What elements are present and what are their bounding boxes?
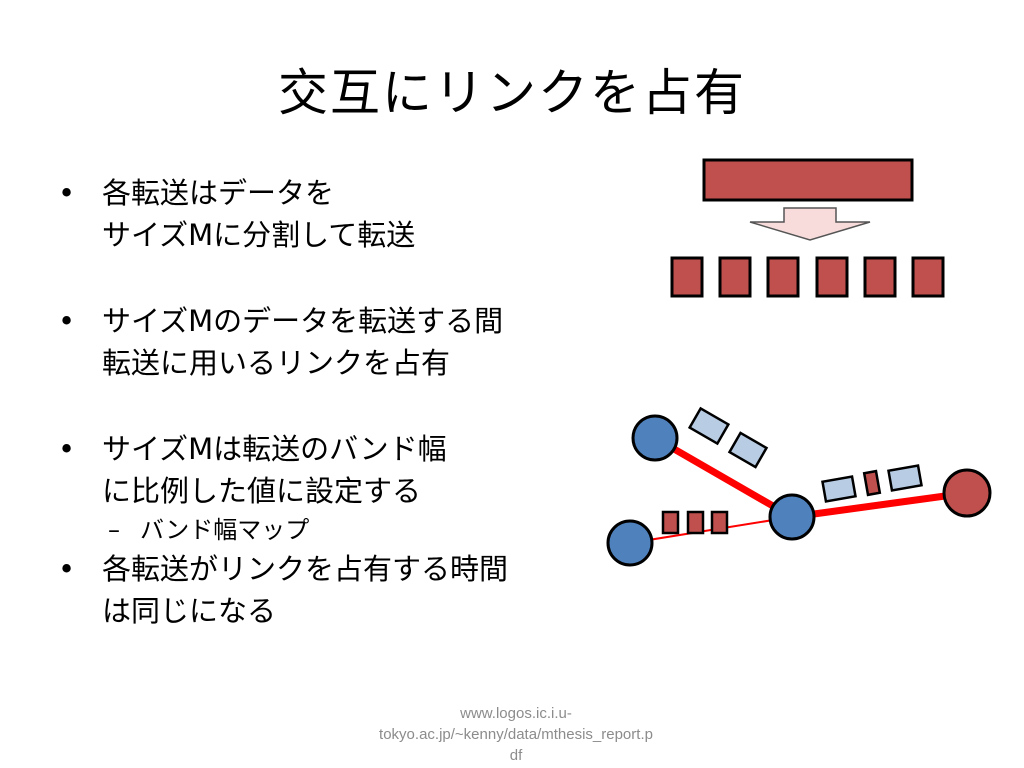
data-chunk: [766, 256, 800, 298]
bullet-text: は同じになる: [102, 594, 277, 628]
thick-link: [653, 434, 794, 521]
thick-link: [791, 489, 968, 521]
sub-bullet-item: – バンド幅マップ: [58, 512, 638, 548]
source-url-line: tokyo.ac.jp/~kenny/data/mthesis_report.p: [379, 726, 653, 743]
bullet-item: • 各転送はデータを サイズMに分割して転送: [58, 172, 638, 256]
packet: [862, 469, 882, 497]
bullet-text: 各転送がリンクを占有する時間: [102, 552, 509, 586]
source-url-line: www.logos.ic.i.u-: [460, 705, 572, 722]
bullet-text: サイズMのデータを転送する間: [102, 304, 504, 338]
node-red: [942, 468, 992, 518]
node-blue: [631, 414, 679, 462]
bullet-item: • サイズMのデータを転送する間 転送に用いるリンクを占有: [58, 300, 638, 384]
packet: [727, 431, 769, 469]
data-chunk: [670, 256, 704, 298]
bullet-text: サイズMに分割して転送: [102, 218, 416, 252]
split-arrow: [749, 207, 871, 241]
bullet-text: 転送に用いるリンクを占有: [102, 346, 451, 380]
source-url-line: df: [509, 747, 523, 764]
node-blue: [768, 493, 816, 541]
data-chunk: [718, 256, 752, 298]
data-chunk: [911, 256, 945, 298]
bullet-item: • 各転送がリンクを占有する時間 は同じになる: [58, 548, 638, 632]
bullet-dot: •: [58, 176, 76, 210]
packet: [687, 406, 731, 446]
data-chunks: [670, 256, 945, 298]
whole-data-block: [702, 158, 914, 202]
sub-bullet-text: バンド幅マップ: [140, 516, 310, 544]
bullet-text: サイズMは転送のバンド幅: [102, 432, 447, 466]
bullet-item: • サイズMは転送のバンド幅 に比例した値に設定する: [58, 428, 638, 512]
source-url: www.logos.ic.i.u- tokyo.ac.jp/~kenny/dat…: [356, 703, 676, 766]
slide-title: 交互にリンクを占有: [278, 64, 746, 122]
bullet-list: • 各転送はデータを サイズMに分割して転送 • サイズMのデータを転送する間 …: [58, 172, 638, 632]
packet: [661, 510, 680, 535]
node-blue: [606, 519, 654, 567]
packet: [887, 464, 923, 492]
bullet-dot: •: [58, 432, 76, 466]
packet: [710, 510, 729, 535]
packet: [686, 510, 705, 535]
data-chunk: [863, 256, 897, 298]
data-chunk: [815, 256, 849, 298]
bullet-dot: •: [58, 304, 76, 338]
bullet-dot: •: [58, 552, 76, 586]
bullet-text: 各転送はデータを: [102, 176, 335, 210]
sub-bullet-dash: –: [108, 516, 120, 544]
bullet-text: に比例した値に設定する: [102, 474, 422, 508]
packet: [821, 475, 857, 503]
